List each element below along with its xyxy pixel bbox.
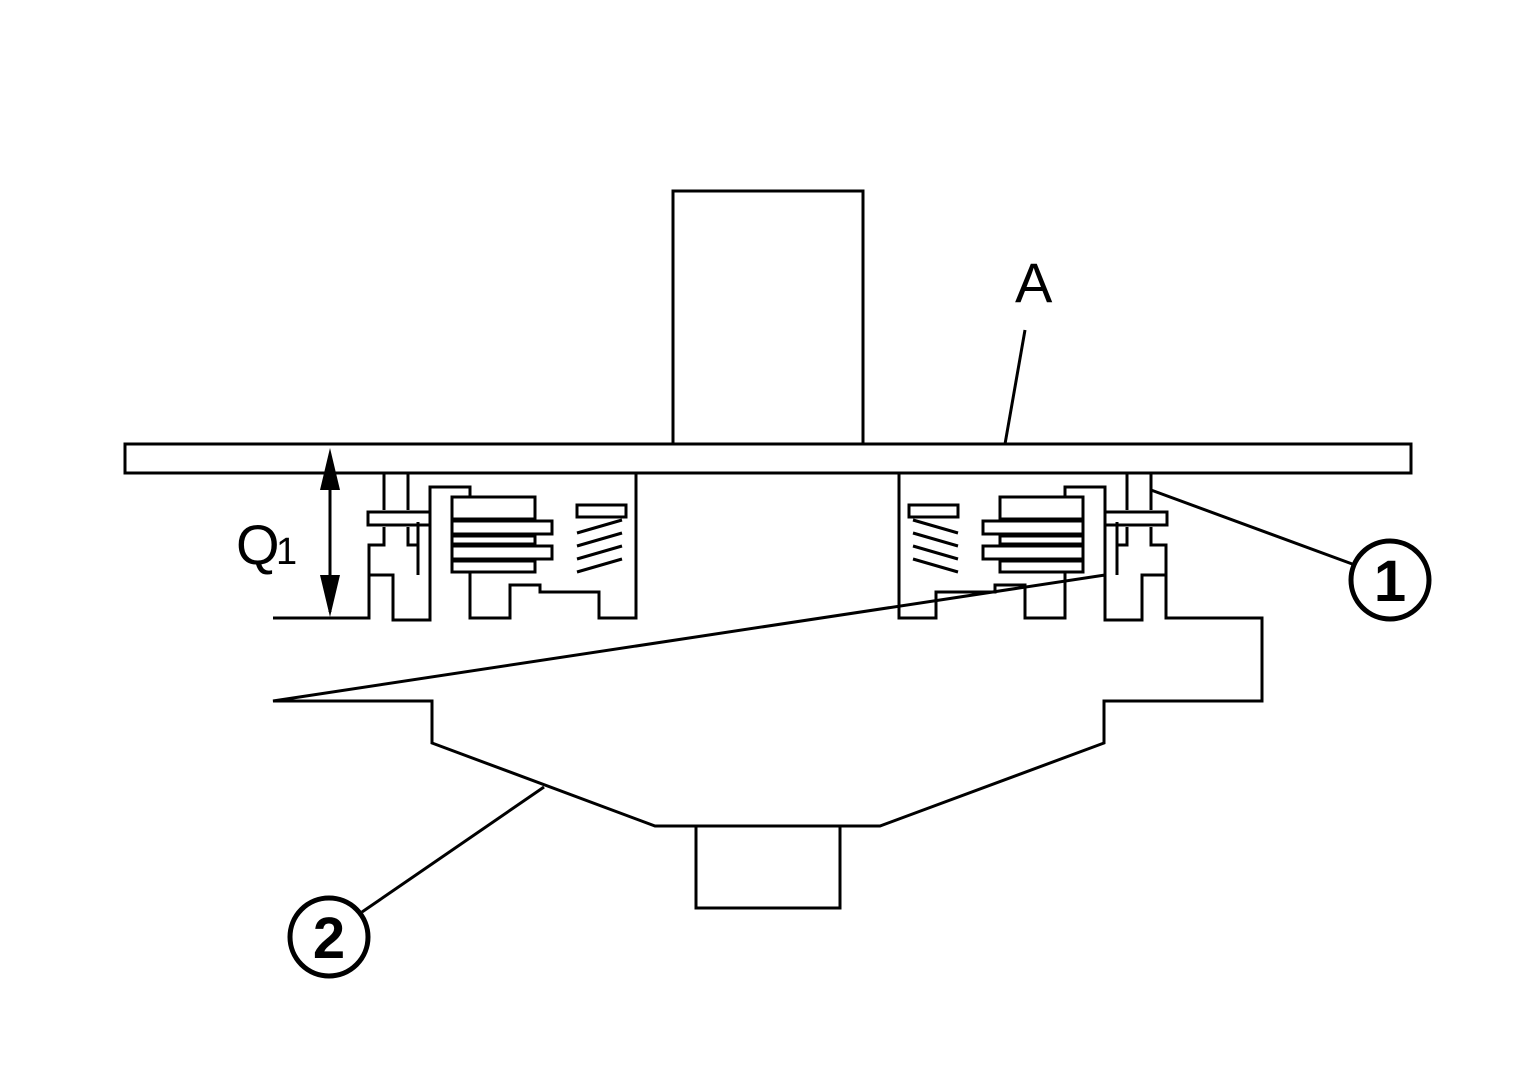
dimension-q-label: Q bbox=[236, 513, 280, 576]
callout-1-label: 1 bbox=[1374, 549, 1406, 614]
dimension-q-subscript: 1 bbox=[276, 531, 297, 573]
leader-a bbox=[1003, 329, 1027, 445]
bottom-boss bbox=[694, 824, 842, 910]
callout-2-label: 2 bbox=[313, 906, 345, 971]
upper-shaft bbox=[671, 189, 865, 446]
straightedge-a bbox=[123, 442, 1413, 475]
dimension-q1-arrow bbox=[320, 448, 340, 617]
label-a: A bbox=[1015, 251, 1053, 314]
leader-1 bbox=[1150, 488, 1356, 567]
left-clutch-pack bbox=[366, 473, 638, 620]
callout-2-circle bbox=[287, 895, 371, 979]
housing-body bbox=[272, 573, 1264, 828]
callout-1-circle bbox=[1348, 538, 1432, 622]
leader-2 bbox=[361, 785, 545, 914]
right-clutch-pack bbox=[897, 473, 1169, 620]
